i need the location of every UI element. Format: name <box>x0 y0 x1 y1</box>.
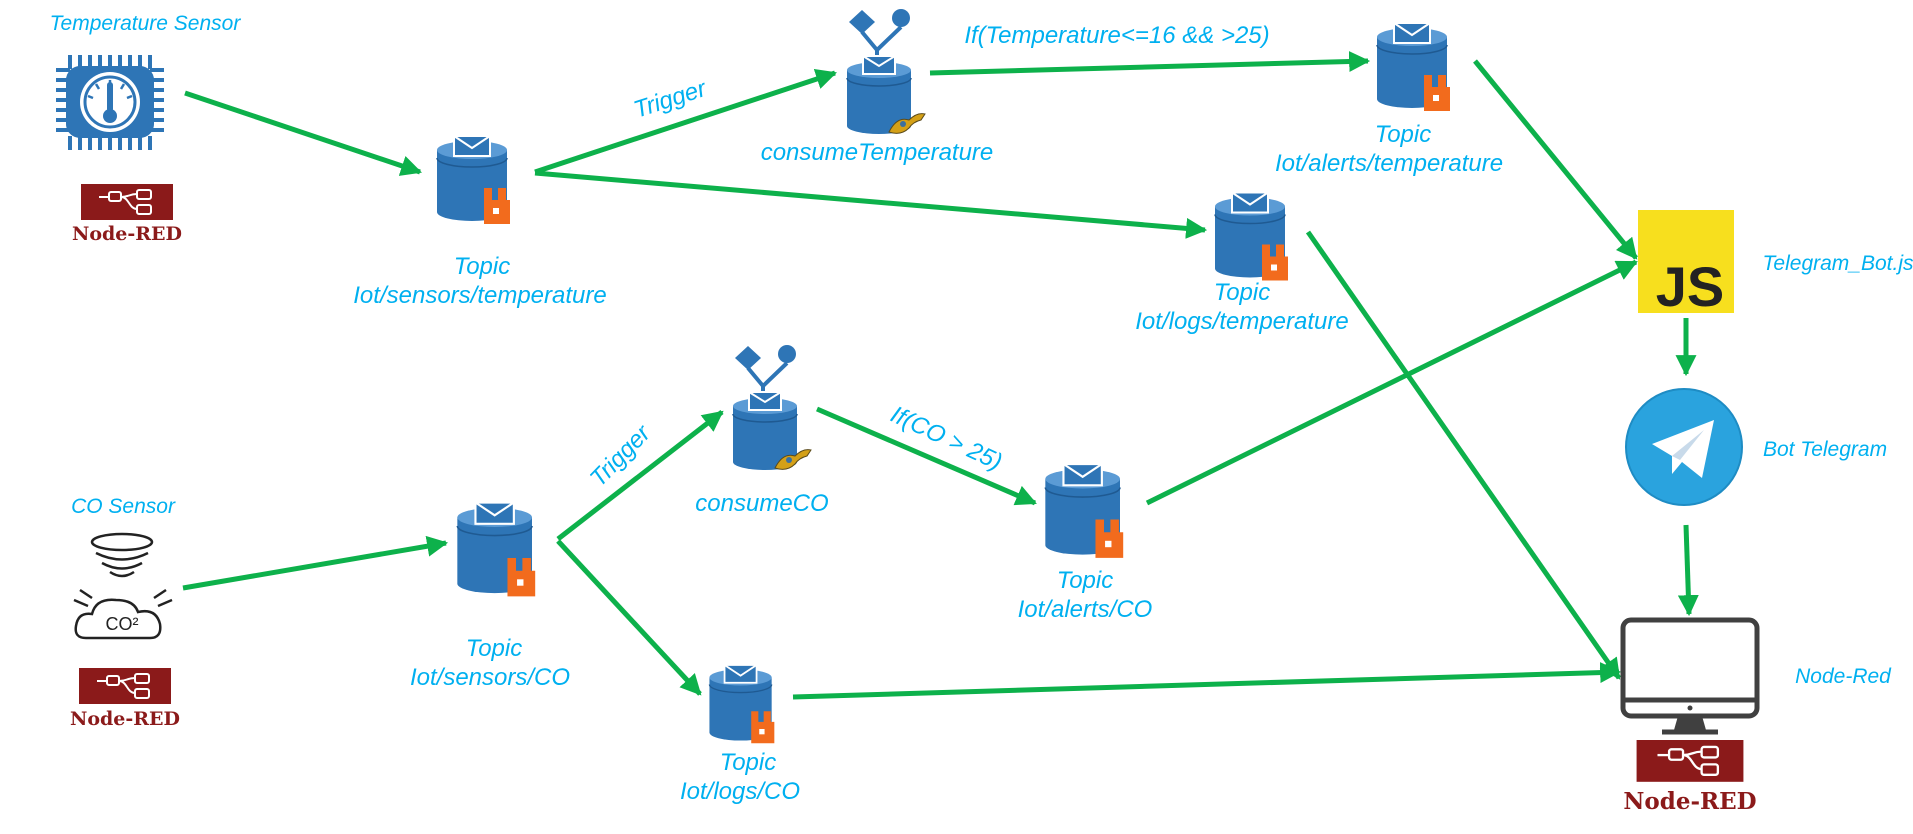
svg-text:JS: JS <box>1656 255 1725 318</box>
svg-text:Topic: Topic <box>1375 121 1431 148</box>
arrow-temp-sensor-to-topic <box>184 90 422 176</box>
topic-sensors-temperature: Topic Iot/sensors/temperature <box>353 135 607 309</box>
svg-text:Topic: Topic <box>454 253 510 280</box>
node-red-logo-co: Node-RED <box>70 667 180 730</box>
arrow-logs-co-to-monitor <box>792 662 1622 700</box>
svg-text:Iot/alerts/temperature: Iot/alerts/temperature <box>1275 150 1503 177</box>
queue-topic-icon <box>708 664 776 745</box>
consumer-co: consumeCO <box>695 343 829 517</box>
bot-telegram-label: Bot Telegram <box>1763 438 1887 461</box>
temperature-sensor: Temperature Sensor <box>50 12 242 245</box>
topic-sensors-co: Topic Iot/sensors/CO <box>410 501 570 691</box>
svg-text:Iot/sensors/temperature: Iot/sensors/temperature <box>353 282 606 309</box>
svg-text:Node-RED: Node-RED <box>72 223 182 245</box>
node-red-label: Node-Red <box>1795 665 1892 688</box>
topic-alerts-co: Topic Iot/alerts/CO <box>1018 462 1153 623</box>
svg-text:Topic: Topic <box>1057 567 1113 594</box>
flow-arrows <box>182 51 1699 700</box>
topic-logs-temperature: Topic Iot/logs/temperature <box>1135 191 1349 335</box>
queue-topic-icon <box>1375 21 1452 113</box>
svg-text:consumeCO: consumeCO <box>695 490 828 517</box>
condition-temp-label: If(Temperature<=16 && >25) <box>964 22 1269 49</box>
consumer-temperature: consumeTemperature <box>761 7 994 166</box>
node-red-monitor: Node-RED Node-Red <box>1620 617 1892 815</box>
consumer-icon <box>731 343 813 472</box>
arrow-topic-co-to-consume-co <box>556 410 724 541</box>
topic-alerts-temperature: Topic Iot/alerts/temperature <box>1275 21 1503 177</box>
co2-label: CO² <box>106 614 139 634</box>
monitor-icon <box>1620 617 1760 735</box>
consumer-icon <box>845 7 927 136</box>
arrow-logs-temp-to-monitor <box>1305 230 1622 680</box>
arrow-telegram-to-monitor <box>1677 524 1699 617</box>
telegram-icon <box>1625 388 1743 506</box>
queue-topic-icon <box>1044 462 1125 560</box>
svg-text:Topic: Topic <box>466 635 522 662</box>
svg-text:Node-RED: Node-RED <box>1623 788 1756 815</box>
arrow-topic-co-to-logs-co <box>556 539 702 696</box>
svg-text:Iot/alerts/CO: Iot/alerts/CO <box>1018 596 1153 623</box>
arrow-topic-to-logs-temp <box>534 170 1208 239</box>
javascript-icon: JS <box>1638 210 1734 318</box>
node-red-logo-monitor: Node-RED <box>1623 738 1757 815</box>
queue-topic-icon <box>436 135 511 225</box>
topic-logs-co: Topic Iot/logs/CO <box>680 664 800 805</box>
svg-text:Iot/logs/CO: Iot/logs/CO <box>680 778 800 805</box>
co-sensor-label: CO Sensor <box>71 495 176 518</box>
arrow-consume-co-to-alerts-co <box>816 406 1037 506</box>
arrow-alerts-temp-to-js <box>1473 59 1638 260</box>
arrow-consume-temp-to-alerts-temp <box>929 51 1371 76</box>
trigger-label-co: Trigger <box>585 419 657 492</box>
chip-thermometer-icon <box>56 55 164 150</box>
svg-text:Iot/sensors/CO: Iot/sensors/CO <box>410 664 570 691</box>
svg-text:Iot/logs/temperature: Iot/logs/temperature <box>1135 308 1348 335</box>
gas-sensor-icon <box>73 532 173 640</box>
svg-text:Node-RED: Node-RED <box>70 708 180 730</box>
svg-text:Topic: Topic <box>1214 279 1270 306</box>
arrow-co-sensor-to-topic <box>182 535 449 591</box>
temperature-sensor-label: Temperature Sensor <box>50 12 242 35</box>
arrow-alerts-co-to-js <box>1145 259 1638 506</box>
queue-topic-icon <box>1213 191 1290 282</box>
bot-telegram: Bot Telegram <box>1625 388 1887 506</box>
co-sensor: CO Sensor CO² Node-RED <box>70 495 180 730</box>
arrow-topic-to-consume-temp <box>534 68 837 175</box>
queue-topic-icon <box>456 501 537 598</box>
telegram-bot-js: JS Telegram_Bot.js <box>1638 210 1913 318</box>
node-red-logo-temp: Node-RED <box>72 183 182 245</box>
telegram-bot-js-label: Telegram_Bot.js <box>1763 252 1913 275</box>
svg-text:Topic: Topic <box>720 749 776 776</box>
svg-text:consumeTemperature: consumeTemperature <box>761 139 994 166</box>
